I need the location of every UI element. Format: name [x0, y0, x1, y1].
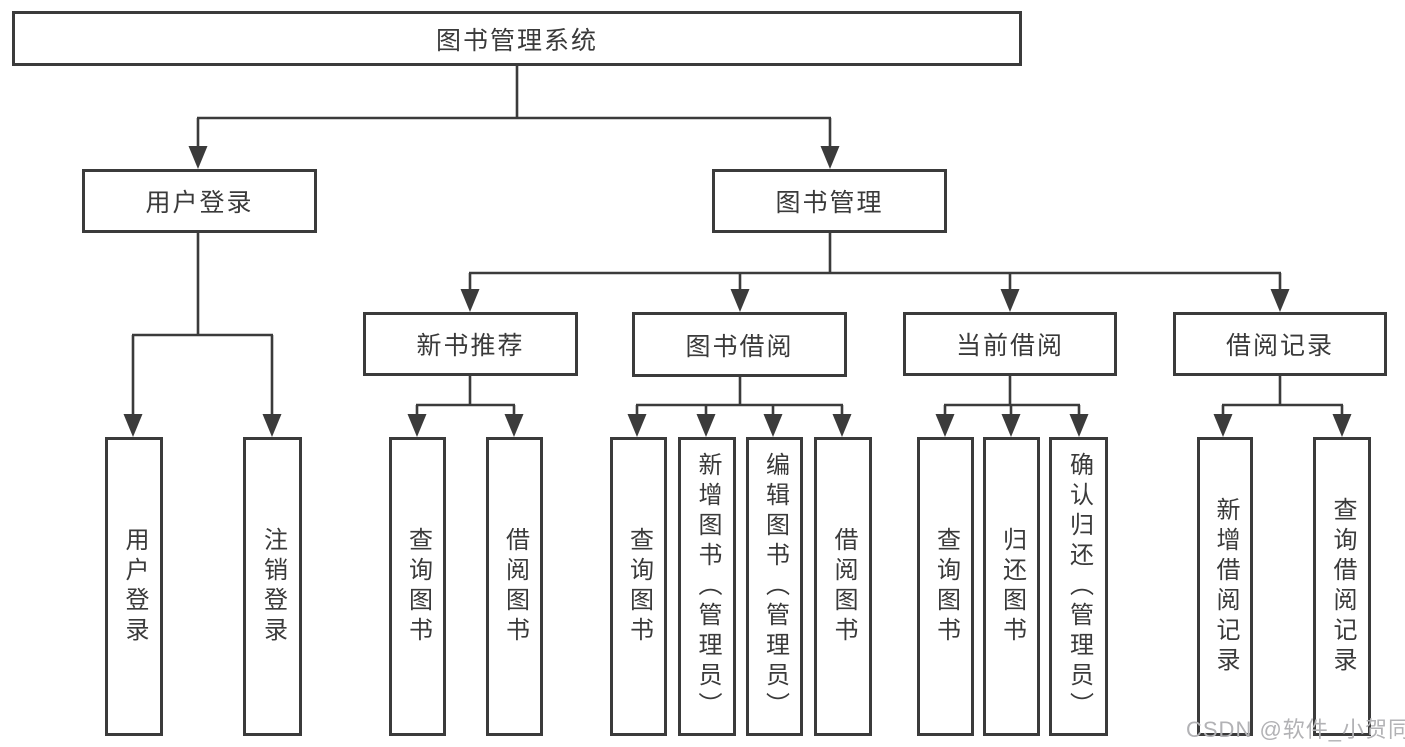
leaf-return-books-label: 归还图书	[998, 526, 1026, 647]
node-root: 图书管理系统	[12, 11, 1022, 66]
node-book-management-label: 图书管理	[775, 189, 884, 217]
arrowhead	[820, 146, 840, 169]
leaf-borrow-query-books-label: 查询图书	[625, 526, 653, 647]
leaf-confirm-return-admin-label: 确认归还（管理员）	[1065, 451, 1093, 722]
leaf-query-borrow-record: 查询借阅记录	[1313, 437, 1371, 736]
leaf-edit-books-admin: 编辑图书（管理员）	[746, 437, 803, 736]
leaf-recommend-query-books-label: 查询图书	[404, 526, 432, 647]
leaf-logout-label: 注销登录	[259, 526, 287, 647]
node-book-borrow-label: 图书借阅	[685, 332, 794, 361]
leaf-edit-books-admin-label: 编辑图书（管理员）	[761, 451, 789, 722]
leaf-return-books: 归还图书	[983, 437, 1040, 736]
node-root-label: 图书管理系统	[435, 26, 598, 55]
node-borrow-records: 借阅记录	[1173, 312, 1387, 376]
leaf-recommend-query-books: 查询图书	[389, 437, 446, 736]
leaf-recommend-borrow-books: 借阅图书	[486, 437, 543, 736]
node-user-login-label: 用户登录	[145, 189, 254, 217]
leaf-current-query-books: 查询图书	[917, 437, 974, 736]
node-book-management: 图书管理	[712, 169, 947, 233]
leaf-logout: 注销登录	[243, 437, 302, 736]
node-user-login: 用户登录	[82, 169, 317, 233]
node-current-borrow-label: 当前借阅	[955, 332, 1064, 360]
leaf-recommend-borrow-books-label: 借阅图书	[501, 526, 529, 647]
node-current-borrow: 当前借阅	[903, 312, 1117, 376]
leaf-confirm-return-admin: 确认归还（管理员）	[1049, 437, 1108, 736]
leaf-borrow-books: 借阅图书	[814, 437, 872, 736]
node-new-book-recommend: 新书推荐	[363, 312, 578, 376]
node-borrow-records-label: 借阅记录	[1225, 332, 1334, 360]
leaf-current-query-books-label: 查询图书	[932, 526, 960, 647]
leaf-user-login-label: 用户登录	[121, 526, 148, 647]
leaf-add-books-admin-label: 新增图书（管理员）	[694, 451, 721, 722]
leaf-borrow-books-label: 借阅图书	[830, 526, 857, 647]
leaf-query-borrow-record-label: 查询借阅记录	[1329, 496, 1356, 677]
leaf-add-borrow-record-label: 新增借阅记录	[1212, 496, 1239, 677]
leaf-borrow-query-books: 查询图书	[610, 437, 667, 736]
leaf-add-books-admin: 新增图书（管理员）	[678, 437, 736, 736]
leaf-user-login: 用户登录	[105, 437, 163, 736]
leaf-add-borrow-record: 新增借阅记录	[1197, 437, 1253, 736]
node-book-borrow: 图书借阅	[632, 312, 847, 377]
node-new-book-recommend-label: 新书推荐	[416, 332, 525, 360]
arrowhead	[188, 146, 208, 169]
watermark: CSDN @软件_小贺同学	[1186, 717, 1405, 742]
